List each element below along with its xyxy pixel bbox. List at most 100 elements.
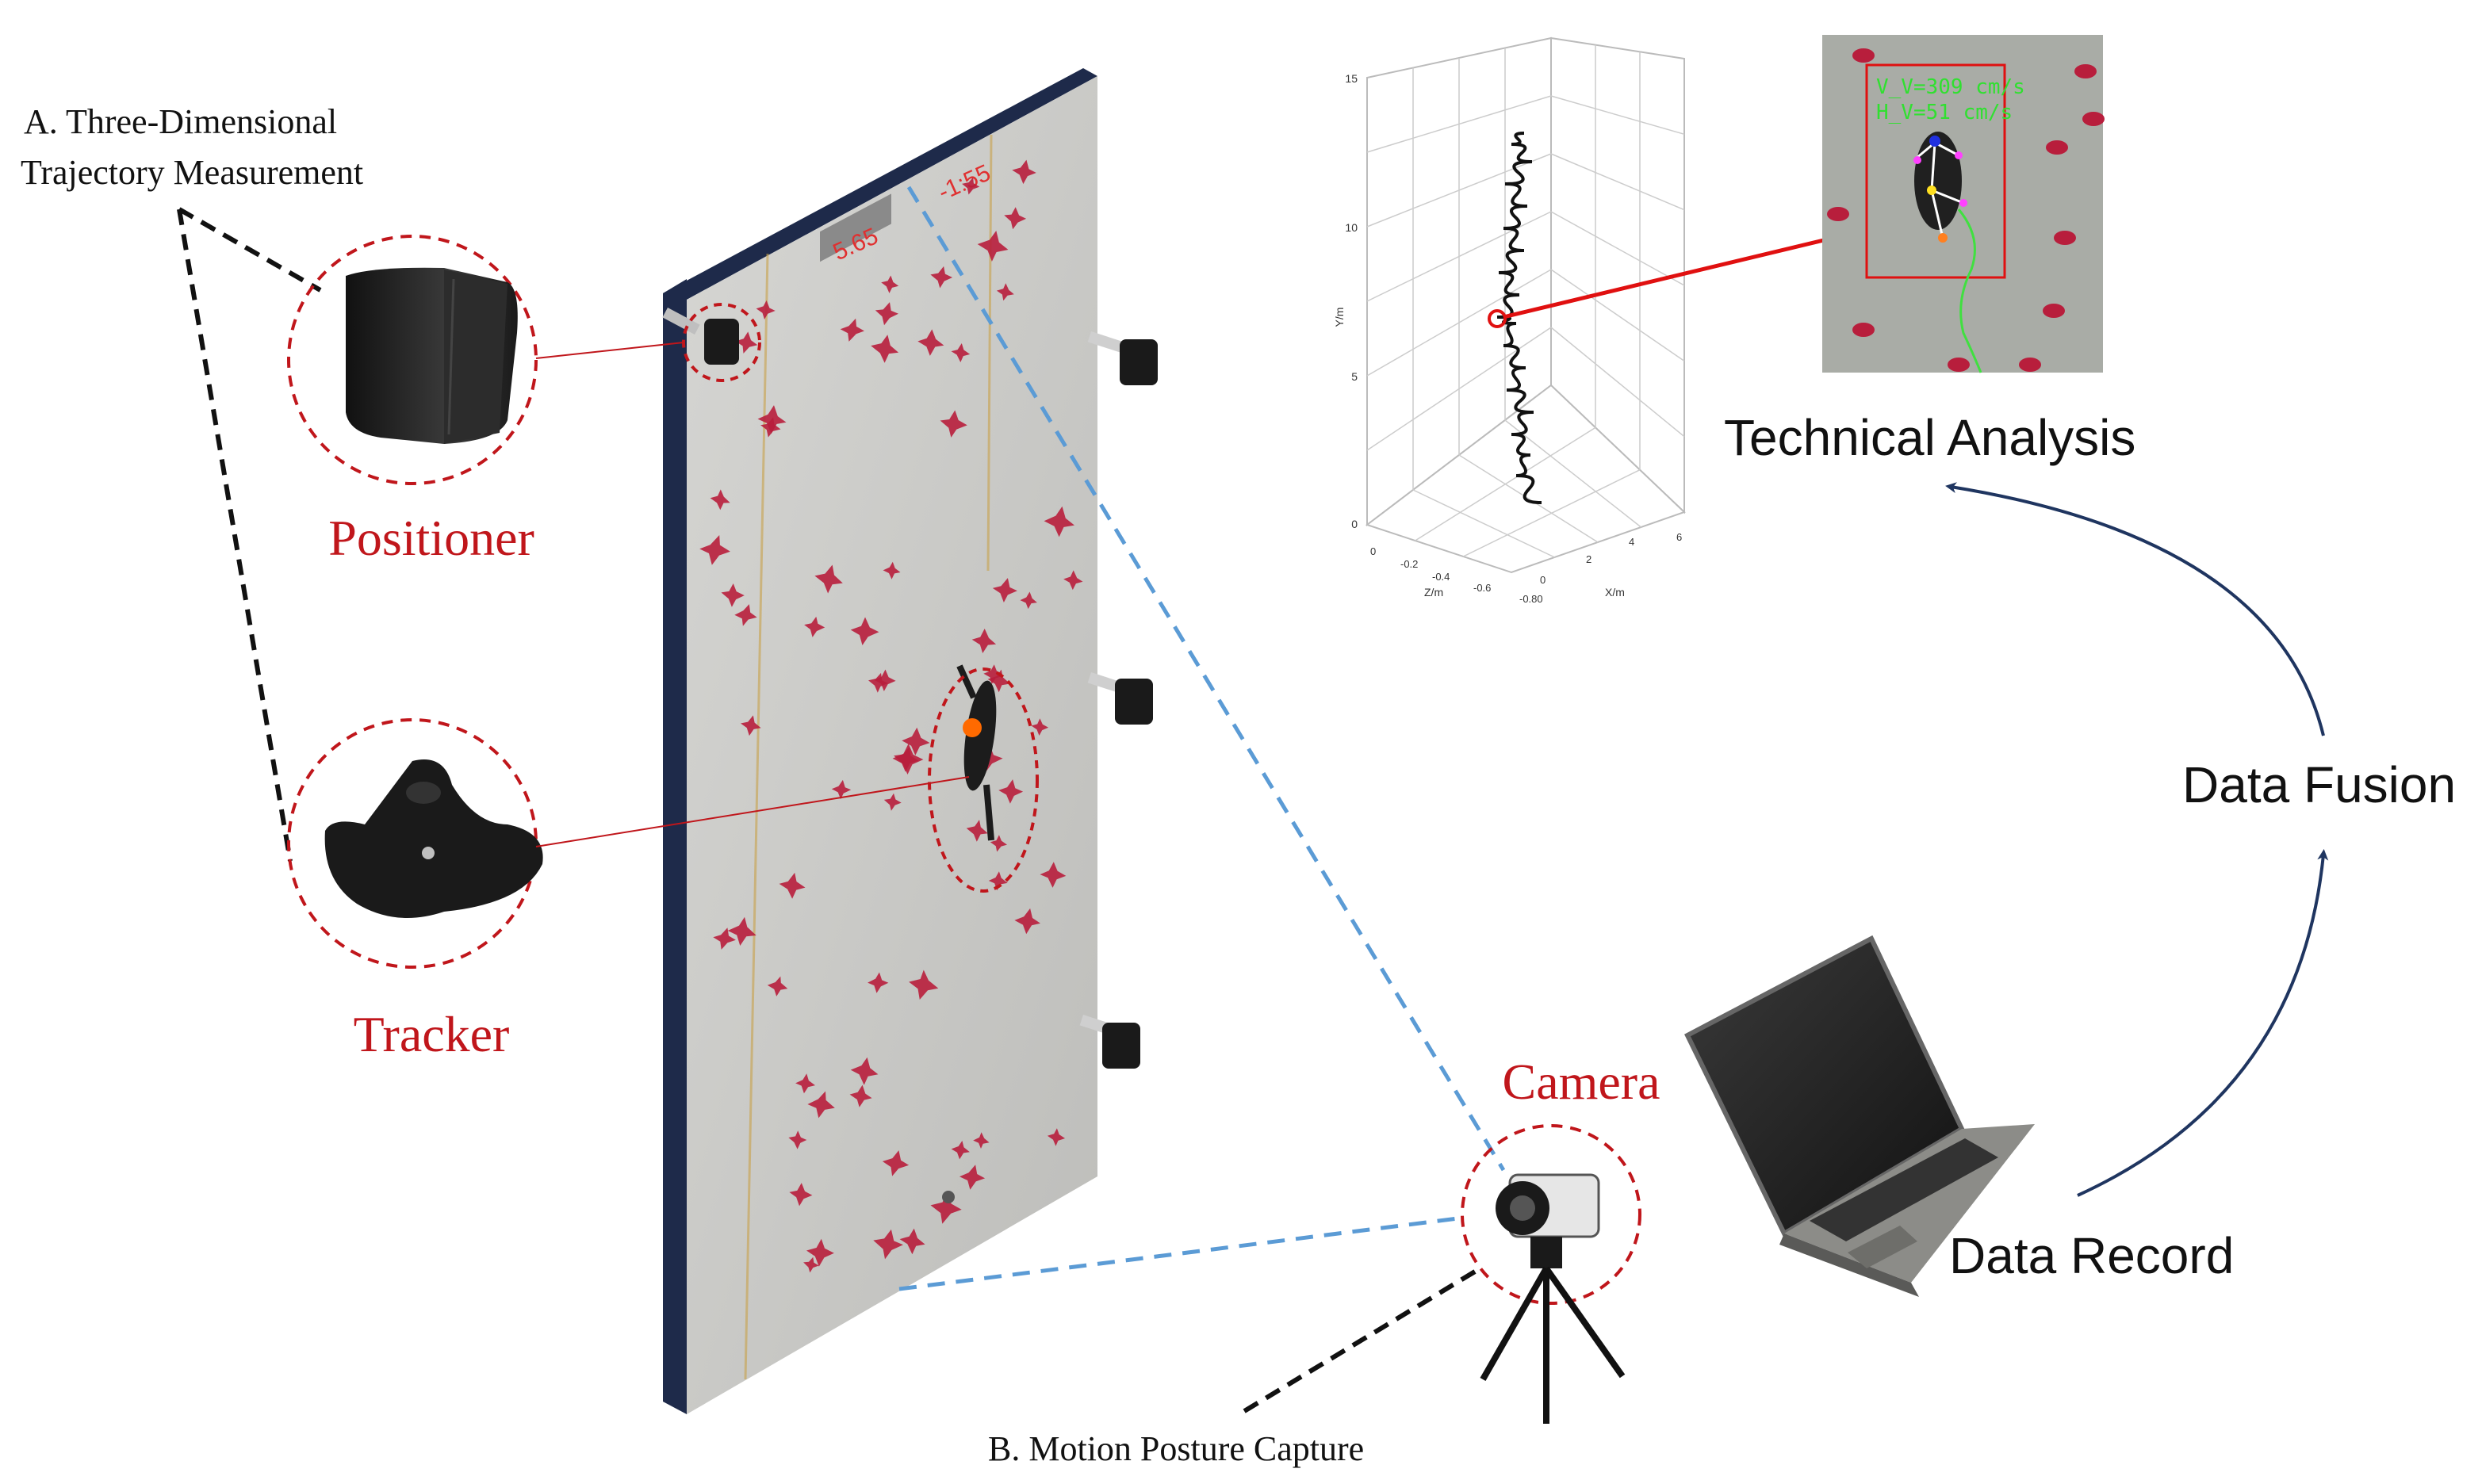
grid-line [1550, 211, 1685, 286]
grid-line [1412, 489, 1555, 558]
z-tick-neg0-4: -0.4 [1432, 571, 1450, 583]
hold [849, 1084, 872, 1107]
y-axis-label: Y/m [1333, 308, 1346, 327]
x-tick-6: 6 [1676, 531, 1682, 543]
y-tick-15: 15 [1345, 72, 1358, 85]
hold [850, 1057, 879, 1085]
z-axis-label: Z/m [1424, 586, 1443, 599]
wall-face [687, 76, 1097, 1414]
lane-rope [986, 134, 993, 572]
tracker-link-line [535, 776, 970, 847]
climber-circle [928, 667, 1039, 893]
side-mount-1 [1087, 331, 1158, 385]
plot-to-video-link [1503, 228, 1867, 319]
hold [883, 561, 901, 579]
detection-box [1865, 63, 2006, 279]
hold [1044, 506, 1074, 537]
wall-top-edge [663, 68, 1097, 300]
hold [710, 489, 730, 511]
hold [868, 972, 889, 993]
video-hold [2054, 231, 2076, 245]
grid-line [1550, 269, 1685, 361]
video-holds [1827, 48, 2105, 372]
hold [983, 664, 1003, 684]
hold [930, 266, 953, 289]
wall-positioner-mount [662, 308, 739, 365]
grid-line [1415, 426, 1596, 541]
hold [1014, 908, 1040, 935]
pose-trail [1957, 208, 1982, 373]
hold [971, 629, 997, 653]
hold [882, 1150, 910, 1176]
hold [902, 727, 930, 755]
y-tick-5: 5 [1351, 370, 1358, 383]
wall-side-edge [663, 279, 687, 1414]
hold [735, 331, 758, 354]
hold [959, 1165, 986, 1190]
hold [868, 672, 888, 693]
video-hold [2046, 140, 2068, 155]
video-hold [1827, 207, 1849, 221]
hold [899, 1228, 925, 1255]
camera-callout-circle [1461, 1124, 1641, 1305]
grid-line [1366, 211, 1552, 302]
grid-line [1366, 327, 1552, 451]
y-tick-0: 0 [1351, 518, 1358, 530]
hold [996, 283, 1014, 301]
camera-view-line-top [906, 186, 1506, 1172]
technical-analysis-label: Technical Analysis [1724, 409, 2135, 466]
positioner-link-line [535, 342, 684, 359]
climber [956, 664, 997, 841]
hold [767, 976, 788, 996]
video-hold [1852, 323, 1875, 337]
hold [874, 669, 896, 691]
hold [917, 329, 944, 356]
hold [804, 616, 825, 637]
side-mount-2 [1087, 672, 1153, 725]
laptop-base-front [1779, 1233, 1919, 1297]
camera-view-line-bottom [898, 1215, 1465, 1291]
video-hold [2043, 304, 2065, 318]
plot-grid [1366, 44, 1685, 558]
side-mounts [1079, 331, 1158, 1069]
x-axis-label: X/m [1605, 586, 1625, 599]
tripod [1480, 1266, 1626, 1424]
grid-line [1550, 327, 1685, 438]
pose-video-frame: V_V=309 cm/s H_V=51 cm/s [1822, 35, 2105, 373]
hold [756, 300, 776, 319]
video-hold [2019, 358, 2041, 372]
hold [988, 871, 1008, 891]
lane-rope [744, 253, 769, 1380]
hold [990, 835, 1007, 852]
video-hold [2074, 64, 2097, 78]
hold [987, 669, 1010, 693]
tracker-icon [324, 759, 543, 918]
hold [734, 604, 757, 626]
grid-line [1550, 95, 1685, 136]
x-tick-0: 0 [1540, 574, 1546, 586]
climbing-wall: 5.65 -1:55 [663, 68, 1097, 1414]
hold [699, 535, 730, 565]
climbing-holds [699, 159, 1083, 1273]
hold [992, 578, 1017, 602]
grid-line [1366, 269, 1552, 377]
hold [713, 928, 736, 950]
hold [977, 231, 1009, 262]
hold [788, 1130, 807, 1149]
hold [789, 1183, 813, 1207]
hold [1031, 718, 1049, 736]
hold [875, 302, 898, 326]
hold [831, 779, 852, 800]
hold [930, 1192, 962, 1224]
hold [741, 715, 761, 736]
arrow-fusion-to-analysis [1945, 482, 2325, 736]
x-tick-4: 4 [1629, 536, 1634, 548]
x-tick-2: 2 [1586, 553, 1591, 565]
data-fusion-label: Data Fusion [2182, 756, 2456, 813]
section-a-title-line1: A. Three-Dimensional [24, 102, 337, 141]
hold [803, 1256, 819, 1273]
hold [727, 916, 756, 946]
hold [1040, 862, 1067, 888]
grid-line [1366, 95, 1552, 153]
